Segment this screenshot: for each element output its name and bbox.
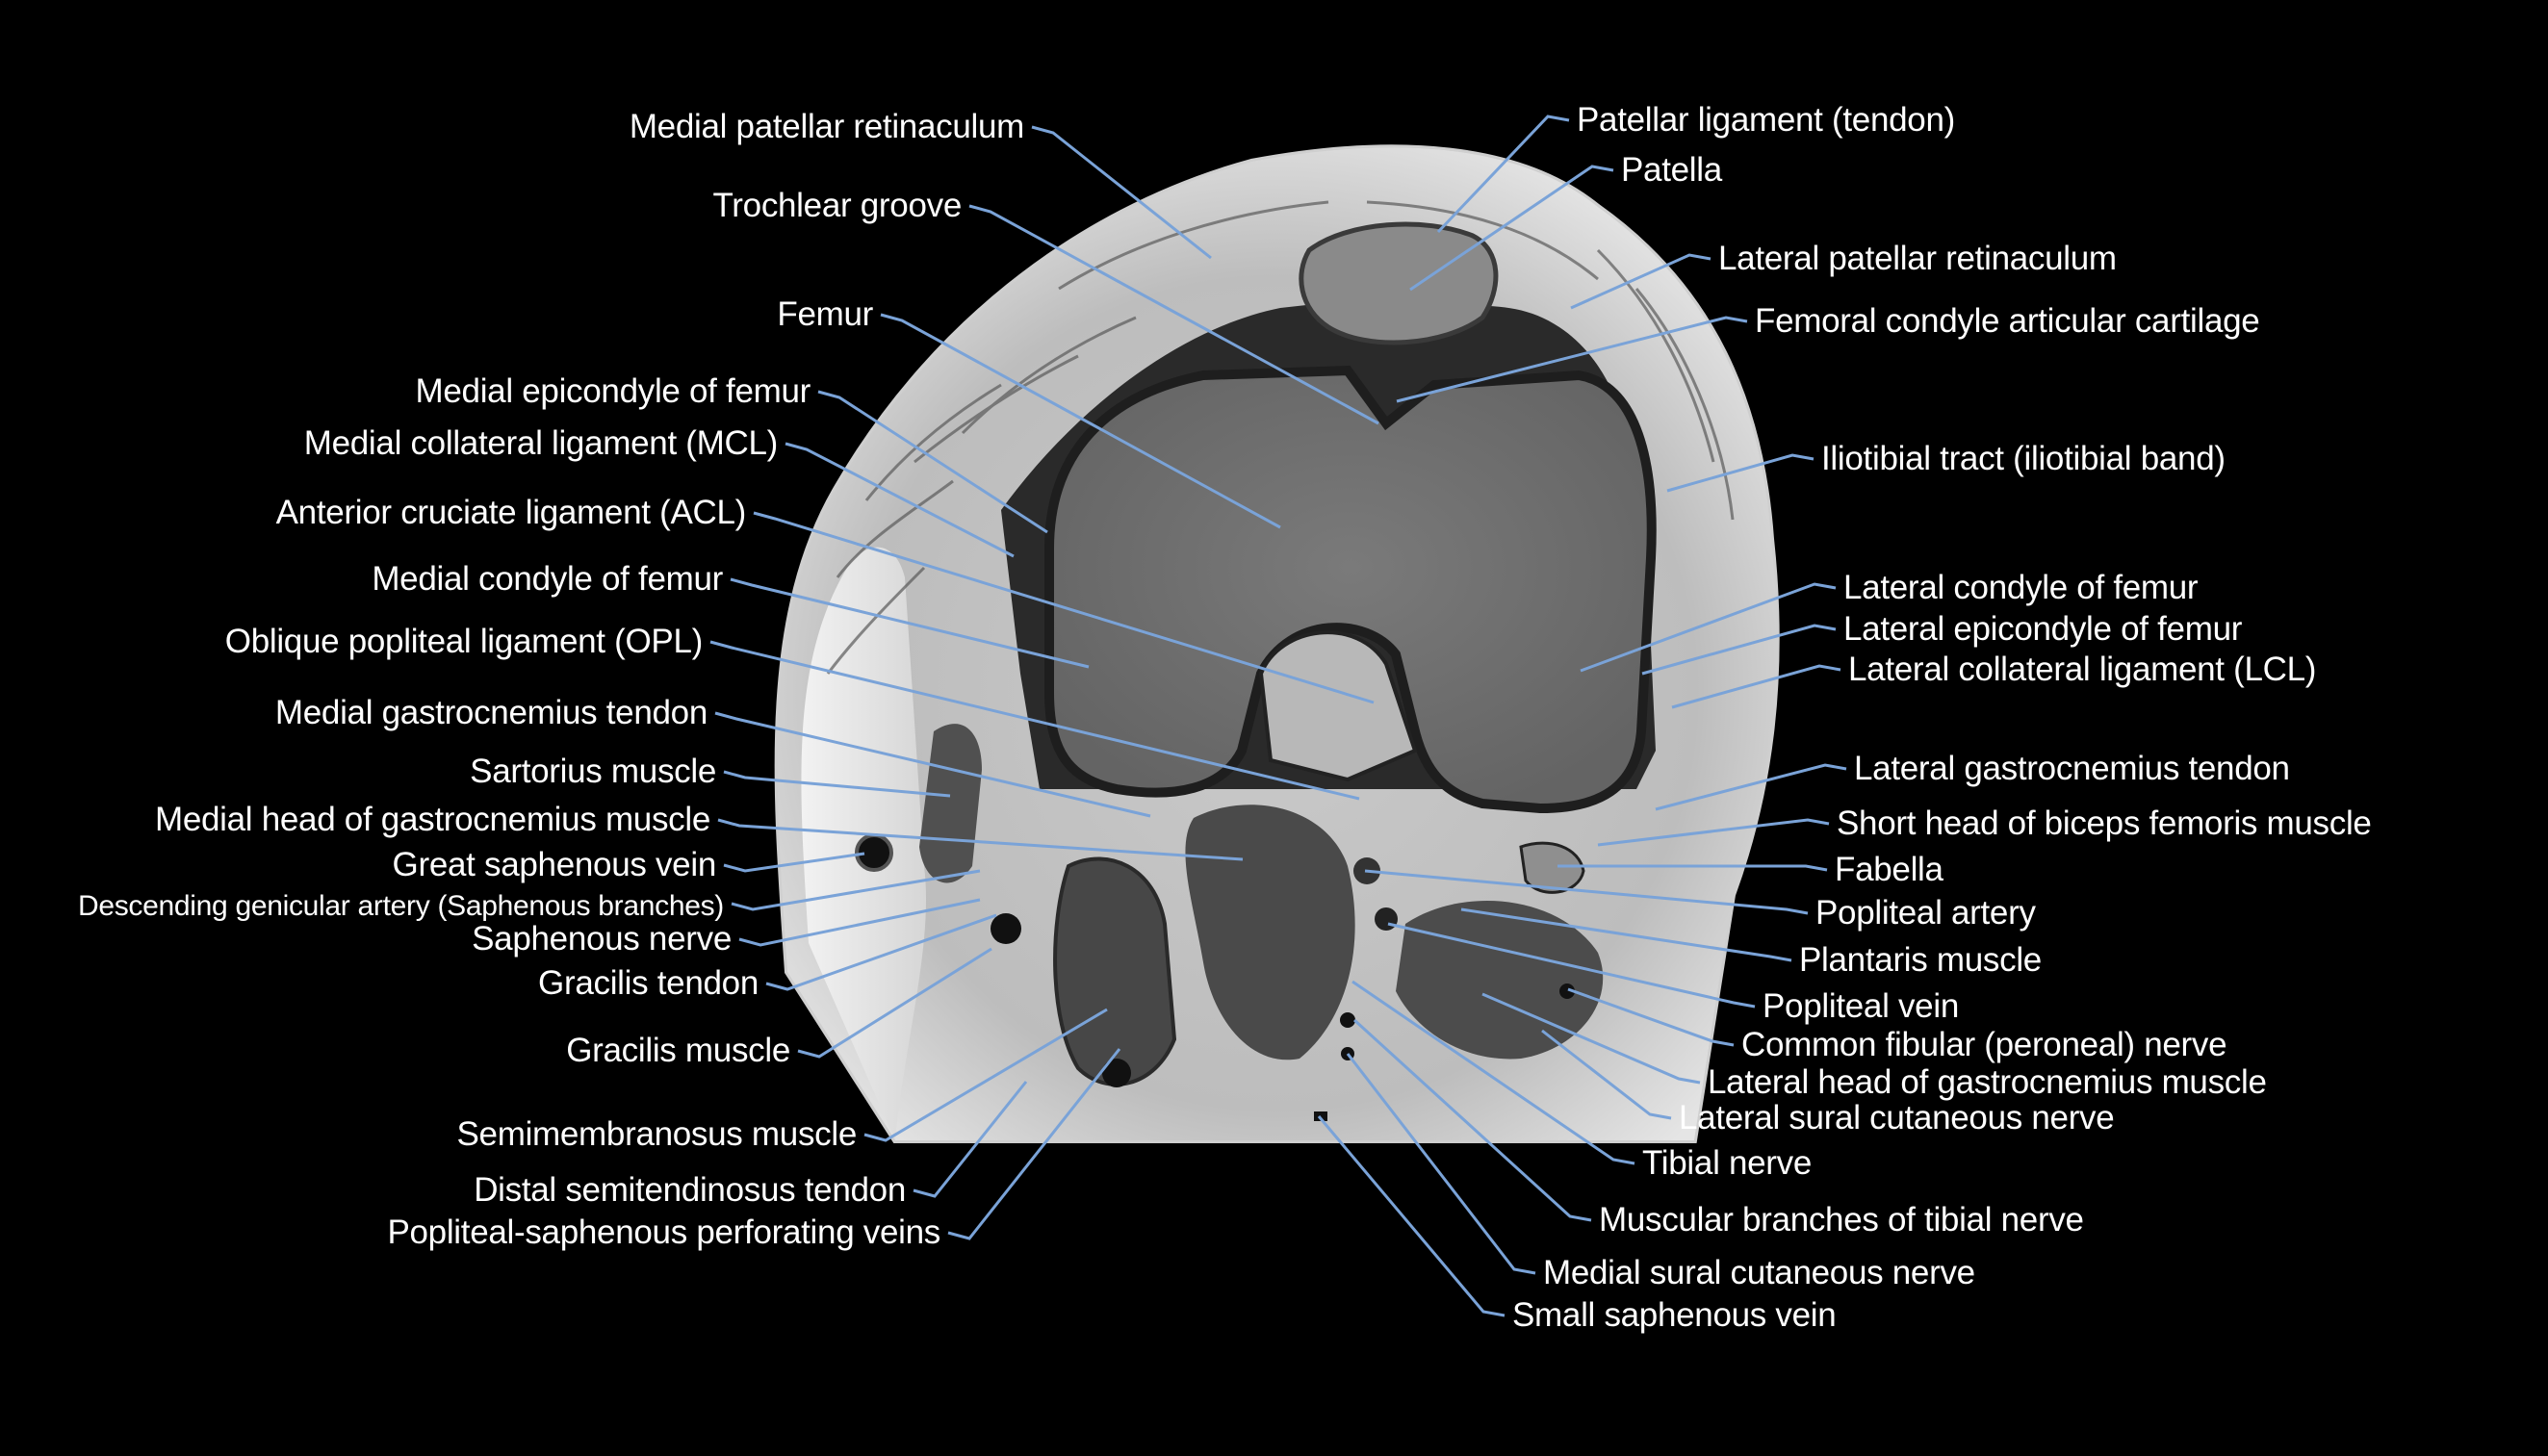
leader-line-lateral-gastrocnemius-tendon [1655, 763, 1847, 811]
sartorius-shape [919, 724, 982, 883]
label-femur: Femur [777, 295, 873, 333]
label-lateral-collateral-ligament-lcl: Lateral collateral ligament (LCL) [1848, 651, 2317, 688]
label-gracilis-muscle: Gracilis muscle [566, 1032, 790, 1069]
label-popliteal-vein: Popliteal vein [1763, 987, 1959, 1025]
femur-condyles-shape [1044, 365, 1657, 814]
label-iliotibial-tract-iliotibial-band: Iliotibial tract (iliotibial band) [1821, 440, 2226, 477]
leader-line-lateral-head-of-gastrocnemius-muscle [1481, 992, 1701, 1085]
leader-line-lateral-collateral-ligament-lcl [1671, 664, 1841, 709]
leader-line-gracilis-tendon [765, 913, 997, 991]
label-descending-genicular-artery-saphenous-branches: Descending genicular artery (Saphenous b… [77, 890, 724, 922]
leader-line-lateral-condyle-of-femur [1580, 582, 1837, 673]
fabella-shape [1519, 841, 1585, 894]
label-medial-patellar-retinaculum: Medial patellar retinaculum [629, 108, 1024, 145]
leader-line-medial-condyle-of-femur [730, 577, 1090, 669]
leader-line-femur [880, 313, 1281, 529]
leader-line-patella [1409, 165, 1614, 292]
label-tibial-nerve: Tibial nerve [1642, 1144, 1813, 1182]
label-common-fibular-peroneal-nerve: Common fibular (peroneal) nerve [1741, 1026, 2227, 1063]
leader-line-medial-collateral-ligament-mcl [785, 442, 1015, 558]
label-short-head-of-biceps-femoris-muscle: Short head of biceps femoris muscle [1837, 805, 2372, 842]
leader-line-medial-head-of-gastrocnemius-muscle [717, 818, 1244, 861]
label-distal-semitendinosus-tendon: Distal semitendinosus tendon [474, 1171, 906, 1209]
leader-line-anterior-cruciate-ligament-acl [753, 511, 1375, 704]
leader-line-iliotibial-tract-iliotibial-band [1666, 453, 1814, 493]
label-lateral-sural-cutaneous-nerve: Lateral sural cutaneous nerve [1679, 1099, 2115, 1137]
leader-line-sartorius-muscle [723, 770, 951, 798]
leader-line-saphenous-nerve [738, 898, 981, 947]
leader-line-descending-genicular-artery-saphenous-branches [731, 869, 981, 911]
medial-gastrocnemius-shape [1185, 805, 1355, 1060]
leader-line-tibial-nerve [1351, 980, 1635, 1165]
leader-line-popliteal-artery [1364, 869, 1809, 915]
label-saphenous-nerve: Saphenous nerve [472, 920, 732, 958]
leader-line-lateral-sural-cutaneous-nerve [1541, 1029, 1672, 1120]
leader-line-medial-sural-cutaneous-nerve [1346, 1053, 1536, 1275]
leader-line-femoral-condyle-articular-cartilage [1396, 316, 1748, 403]
leader-line-short-head-of-biceps-femoris-muscle [1597, 818, 1830, 847]
label-fabella: Fabella [1835, 851, 1943, 888]
label-gracilis-tendon: Gracilis tendon [538, 964, 759, 1002]
label-lateral-epicondyle-of-femur: Lateral epicondyle of femur [1843, 610, 2243, 648]
label-sartorius-muscle: Sartorius muscle [470, 753, 716, 790]
leader-line-lateral-patellar-retinaculum [1570, 253, 1712, 310]
label-plantaris-muscle: Plantaris muscle [1799, 941, 2042, 979]
label-patellar-ligament-tendon: Patellar ligament (tendon) [1577, 101, 1955, 139]
leader-line-medial-gastrocnemius-tendon [714, 711, 1151, 818]
label-lateral-gastrocnemius-tendon: Lateral gastrocnemius tendon [1854, 750, 2290, 787]
lateral-gastrocnemius-shape [1396, 901, 1604, 1060]
leader-line-patellar-ligament-tendon [1436, 115, 1570, 234]
label-medial-condyle-of-femur: Medial condyle of femur [372, 560, 723, 598]
label-lateral-head-of-gastrocnemius-muscle: Lateral head of gastrocnemius muscle [1708, 1063, 2267, 1101]
label-medial-collateral-ligament-mcl: Medial collateral ligament (MCL) [303, 424, 779, 462]
label-oblique-popliteal-ligament-opl: Oblique popliteal ligament (OPL) [224, 623, 704, 660]
leader-line-small-saphenous-vein [1317, 1115, 1506, 1317]
label-medial-sural-cutaneous-nerve: Medial sural cutaneous nerve [1543, 1254, 1975, 1291]
label-lateral-patellar-retinaculum: Lateral patellar retinaculum [1718, 240, 2117, 277]
leader-line-gracilis-muscle [797, 947, 992, 1059]
leader-line-popliteal-saphenous-perforating-veins [947, 1048, 1121, 1240]
label-femoral-condyle-articular-cartilage: Femoral condyle articular cartilage [1755, 302, 2260, 340]
leader-line-semimembranosus-muscle [863, 1008, 1108, 1142]
leader-line-plantaris-muscle [1460, 907, 1792, 962]
leader-line-muscular-branches-of-tibial-nerve [1352, 1018, 1592, 1222]
leader-line-oblique-popliteal-ligament-opl [709, 640, 1360, 801]
label-medial-head-of-gastrocnemius-muscle: Medial head of gastrocnemius muscle [154, 801, 710, 838]
label-semimembranosus-muscle: Semimembranosus muscle [456, 1115, 858, 1153]
label-great-saphenous-vein: Great saphenous vein [392, 846, 717, 883]
label-muscular-branches-of-tibial-nerve: Muscular branches of tibial nerve [1599, 1201, 2084, 1239]
label-small-saphenous-vein: Small saphenous vein [1512, 1296, 1837, 1334]
label-anterior-cruciate-ligament-acl: Anterior cruciate ligament (ACL) [275, 494, 747, 531]
leader-line-common-fibular-peroneal-nerve [1567, 987, 1735, 1047]
label-medial-epicondyle-of-femur: Medial epicondyle of femur [415, 372, 811, 410]
label-popliteal-saphenous-perforating-veins: Popliteal-saphenous perforating veins [387, 1213, 940, 1251]
label-patella: Patella [1621, 151, 1722, 189]
leader-line-fabella [1557, 864, 1828, 872]
leader-line-trochlear-groove [968, 204, 1379, 425]
label-popliteal-artery: Popliteal artery [1815, 894, 2036, 932]
label-trochlear-groove: Trochlear groove [712, 187, 963, 224]
label-medial-gastrocnemius-tendon: Medial gastrocnemius tendon [274, 694, 708, 731]
leader-line-medial-epicondyle-of-femur [817, 390, 1048, 534]
leader-line-distal-semitendinosus-tendon [913, 1081, 1028, 1198]
leader-line-medial-patellar-retinaculum [1031, 125, 1212, 260]
leader-line-great-saphenous-vein [723, 852, 865, 873]
label-lateral-condyle-of-femur: Lateral condyle of femur [1843, 569, 2199, 606]
leader-line-lateral-epicondyle-of-femur [1641, 624, 1837, 676]
patella-shape [1299, 221, 1499, 345]
leader-line-popliteal-vein [1387, 922, 1756, 1009]
